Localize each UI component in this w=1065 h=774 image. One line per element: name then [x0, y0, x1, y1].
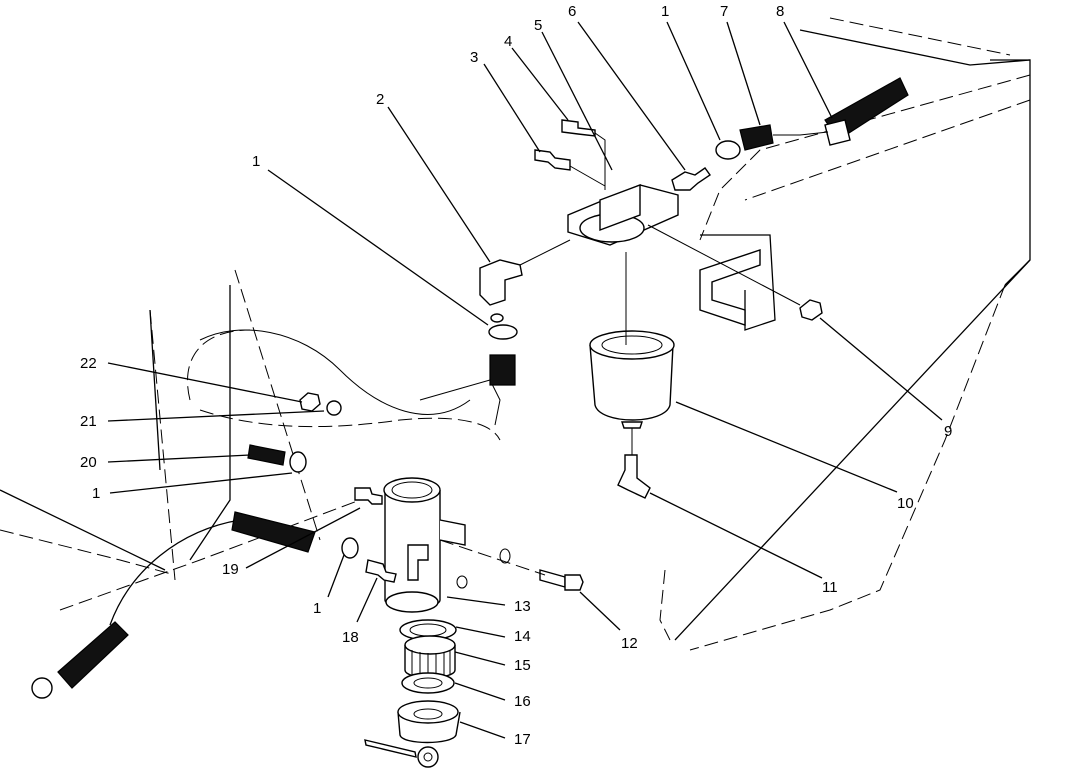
upper-hose-and-clamps [715, 77, 909, 160]
callout-21: 21 [80, 413, 97, 430]
chassis-outline [0, 17, 1031, 651]
mounting-bolt [439, 539, 584, 591]
mounting-bracket [699, 249, 761, 326]
callout-4: 4 [504, 33, 512, 50]
callout-11: 11 [822, 579, 838, 596]
outlet-fitting [365, 559, 397, 583]
callout-1-top: 1 [661, 3, 669, 20]
inlet-fitting [354, 487, 383, 505]
axis-line-bracket [647, 224, 801, 306]
callout-9: 9 [944, 423, 952, 440]
callout-labels: 1 2 3 4 5 6 1 7 8 9 10 11 12 13 14 15 16… [80, 3, 952, 748]
drain-wrench [364, 739, 439, 768]
callout-20: 20 [80, 454, 97, 471]
callout-1-upper-left: 1 [252, 153, 260, 170]
callout-17: 17 [514, 731, 531, 748]
elbow-fitting [479, 239, 571, 323]
callout-18: 18 [342, 629, 359, 646]
leader-lines [107, 21, 943, 739]
callout-13: 13 [514, 598, 531, 615]
callout-3: 3 [470, 49, 478, 66]
filter-gasket [401, 672, 455, 694]
callout-7: 7 [720, 3, 728, 20]
callout-14: 14 [514, 628, 531, 645]
fuel-hoses-lower [57, 354, 516, 689]
outlet-fitting-upper [671, 167, 711, 191]
hose-clamp-upper [488, 324, 518, 340]
separator-head [567, 183, 679, 246]
bleed-screws [534, 119, 606, 190]
filter-bowl-cap [397, 700, 461, 744]
callout-2: 2 [376, 91, 384, 108]
callout-10: 10 [897, 495, 914, 512]
separator-bowl [589, 330, 675, 429]
callout-19: 19 [222, 561, 239, 578]
callout-16: 16 [514, 693, 531, 710]
callout-5: 5 [534, 17, 542, 34]
callout-6: 6 [568, 3, 576, 20]
callout-22: 22 [80, 355, 97, 372]
hex-nut-upper [799, 299, 823, 321]
drain-valve [617, 454, 651, 499]
hose-clamps-lower [31, 451, 359, 699]
callout-1-lower: 1 [313, 600, 321, 617]
center-axis-line [625, 252, 633, 455]
callout-15: 15 [514, 657, 531, 674]
callout-8: 8 [776, 3, 784, 20]
star-washer-and-nut [299, 392, 342, 416]
callout-12: 12 [621, 635, 638, 652]
callout-1-left: 1 [92, 485, 100, 502]
fuel-filter-housing [383, 477, 466, 613]
